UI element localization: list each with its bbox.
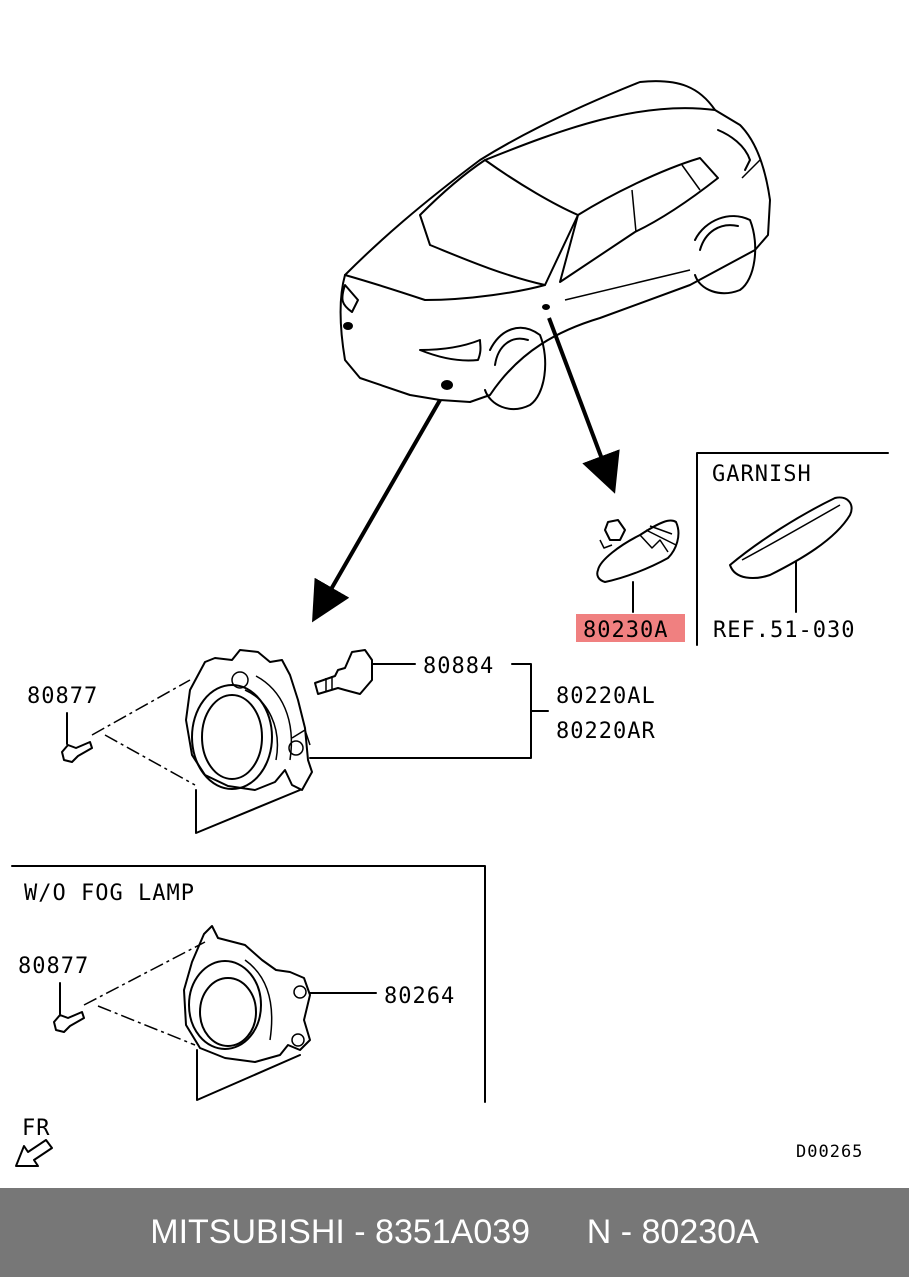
fog-lamp-cover-drawing <box>53 925 377 1101</box>
front-direction-arrow-icon <box>15 1139 53 1167</box>
footer-bar: MITSUBISHI - 8351A039 N - 80230A <box>0 1188 909 1277</box>
diagram-code: D00265 <box>796 1142 863 1162</box>
fog-lamp-drawing <box>61 649 549 834</box>
part-label-80264[interactable]: 80264 <box>384 984 455 1009</box>
part-label-80884[interactable]: 80884 <box>423 654 494 679</box>
parts-diagram: 80230A GARNISH REF.51-030 80884 80 <box>11 80 889 1167</box>
part-label-80230A[interactable]: 80230A <box>583 618 668 643</box>
wo-fog-lamp-title: W/O FOG LAMP <box>24 881 195 906</box>
garnish-drawing <box>729 496 853 613</box>
fog-lamp-arrow <box>312 399 442 623</box>
side-marker-arrow <box>547 317 620 494</box>
garnish-title: GARNISH <box>712 462 812 487</box>
part-80230A-highlight <box>576 614 685 642</box>
garnish-box <box>696 452 889 646</box>
part-label-80220AR[interactable]: 80220AR <box>556 719 656 744</box>
part-label-80877-top[interactable]: 80877 <box>27 684 98 709</box>
wo-fog-lamp-box <box>11 865 486 1103</box>
car-illustration <box>339 80 771 410</box>
part-label-80220AL[interactable]: 80220AL <box>556 684 656 709</box>
part-label-80877-bottom[interactable]: 80877 <box>18 954 89 979</box>
side-marker-lamp-drawing <box>596 519 680 613</box>
footer-part-info: MITSUBISHI - 8351A039 N - 80230A <box>150 1213 759 1251</box>
ref-label[interactable]: REF.51-030 <box>713 618 855 643</box>
fr-label: FR <box>22 1116 51 1141</box>
